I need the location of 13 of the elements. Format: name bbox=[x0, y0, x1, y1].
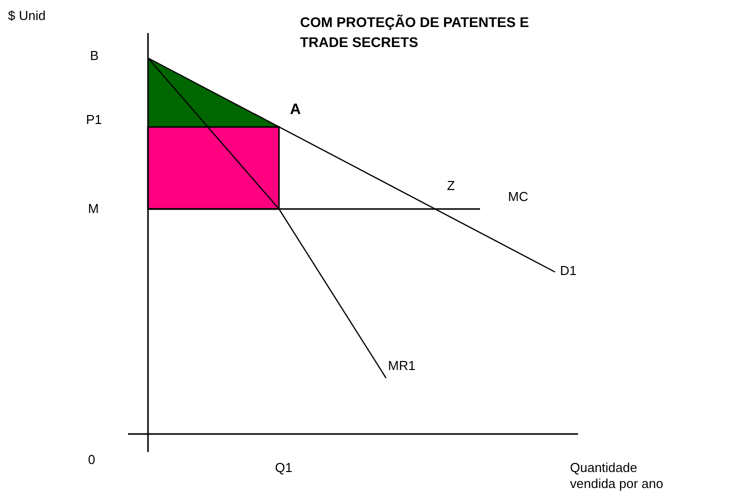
axis-label: $ Unid bbox=[8, 8, 47, 24]
curve-label: D1 bbox=[560, 263, 577, 279]
point-label: B bbox=[90, 48, 99, 64]
chart-title: COM PROTEÇÃO DE PATENTES E TRADE SECRETS bbox=[300, 13, 530, 52]
curve-label: MC bbox=[508, 189, 528, 205]
point-label: Z bbox=[447, 178, 455, 194]
point-label: Q1 bbox=[275, 460, 292, 476]
point-label: A bbox=[290, 102, 301, 118]
curve-label: MR1 bbox=[388, 358, 416, 374]
axis-label: Quantidade vendida por ano bbox=[570, 460, 664, 492]
point-label: M bbox=[88, 201, 99, 217]
point-label: P1 bbox=[86, 112, 102, 128]
origin-label: 0 bbox=[88, 452, 96, 468]
